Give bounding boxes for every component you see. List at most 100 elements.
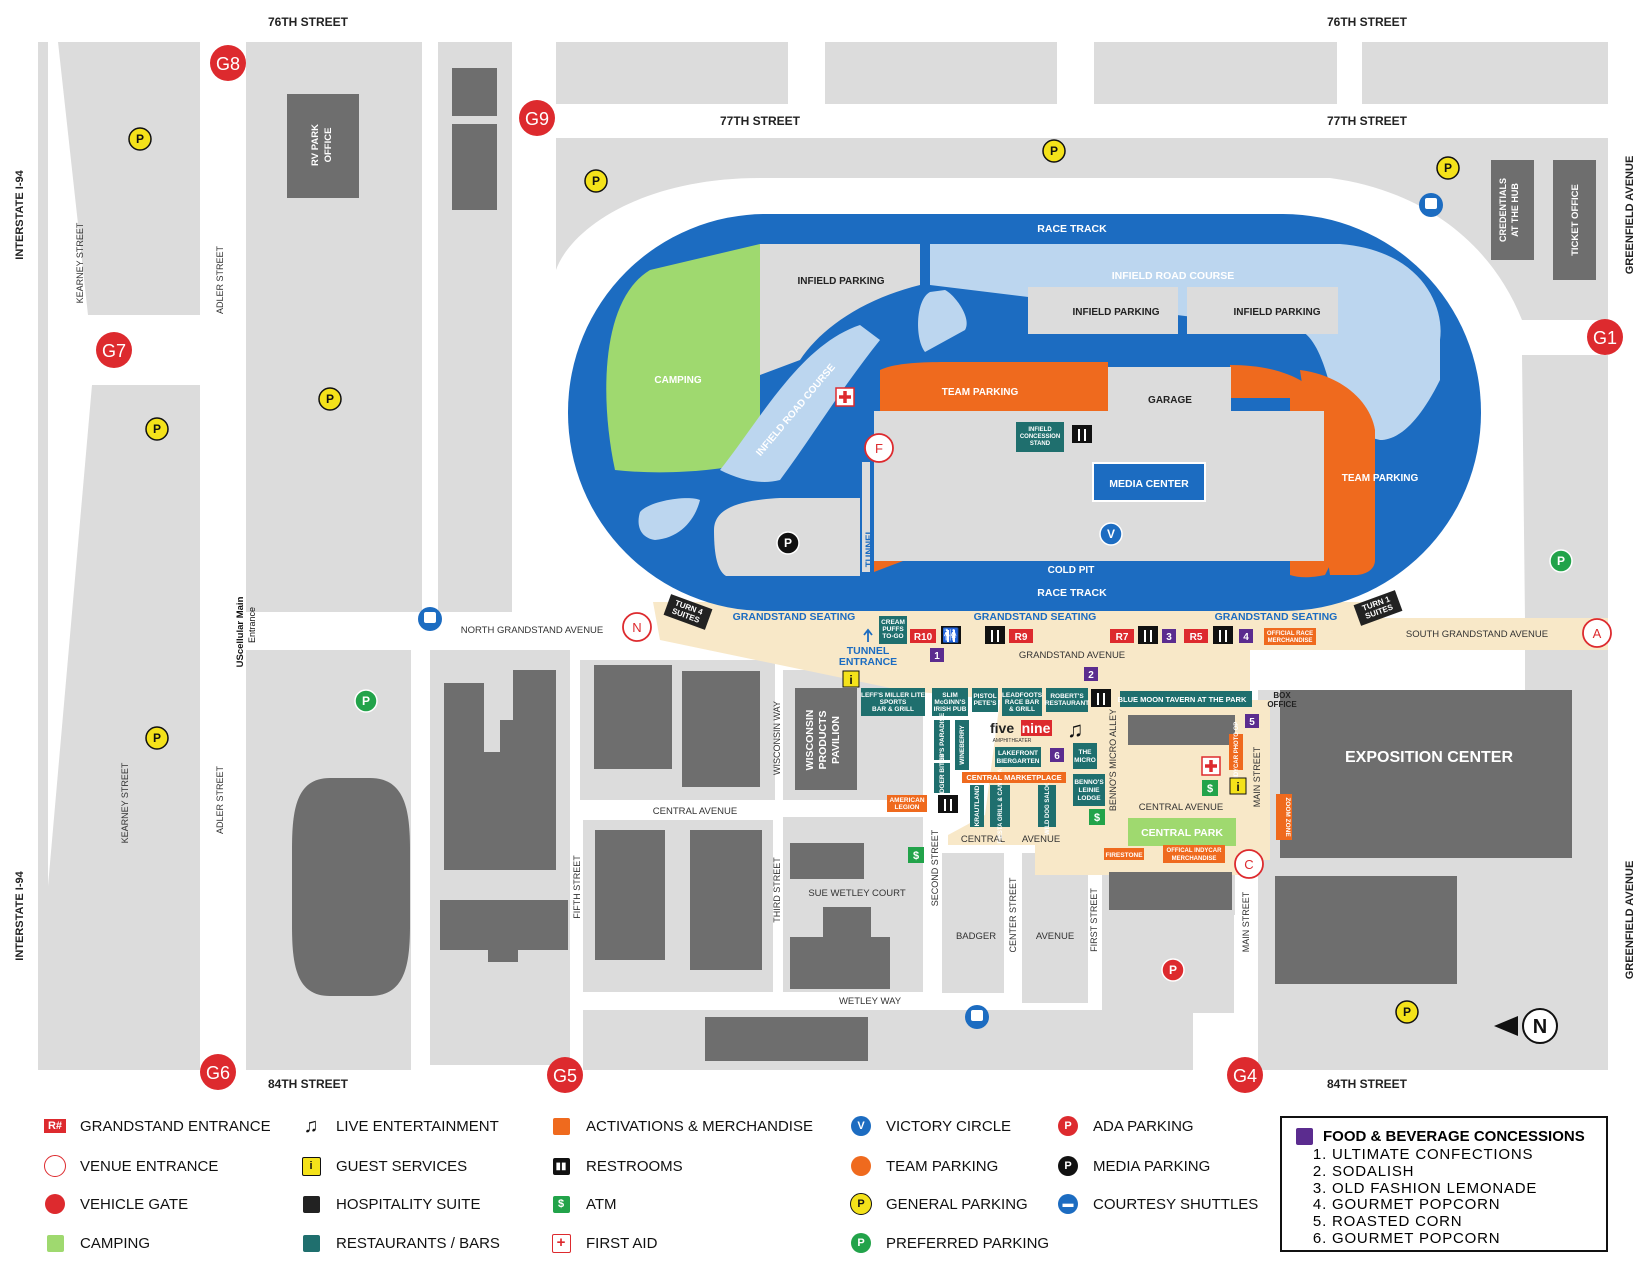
general-parking-icon bbox=[318, 387, 342, 411]
turn-1-suites[interactable]: TURN 1 SUITES bbox=[1353, 590, 1403, 626]
cream-puffs[interactable] bbox=[879, 616, 907, 644]
official-indycar-merchandise[interactable] bbox=[1163, 845, 1225, 863]
infield-road-course-label: INFIELD ROAD COURSE bbox=[1112, 270, 1235, 282]
tunnel-entrance: ENTRANCE bbox=[839, 656, 897, 668]
race-track bbox=[568, 214, 1481, 611]
leadfoots-label: RACE BAR bbox=[1005, 699, 1040, 706]
legend-label: PREFERRED PARKING bbox=[886, 1234, 1050, 1252]
kearney-street: KEARNEY STREET bbox=[120, 762, 130, 843]
tunnel-entrance: TUNNEL bbox=[847, 645, 890, 657]
atm-glyph: $ bbox=[1094, 812, 1100, 824]
wineberry[interactable] bbox=[955, 720, 969, 770]
pistol-label: PETE'S bbox=[974, 700, 998, 707]
atm-icon bbox=[1089, 809, 1105, 825]
vehicle-gate-label: G6 bbox=[206, 1063, 230, 1083]
legend-label: VICTORY CIRCLE bbox=[886, 1117, 1012, 1135]
atm-glyph: $ bbox=[1207, 783, 1213, 795]
legend-general-parking: P GENERAL PARKING bbox=[848, 1193, 1028, 1215]
vehicle-gate-g6[interactable] bbox=[200, 1054, 236, 1090]
restroom-icon bbox=[1072, 425, 1092, 443]
concession-number: 2 bbox=[1088, 670, 1094, 681]
wild-dog-label: WILD DOG SALOON bbox=[1045, 777, 1051, 835]
leadfoots[interactable] bbox=[1002, 688, 1042, 716]
restroom-icon bbox=[985, 626, 1005, 644]
venue-entrance-n[interactable] bbox=[622, 612, 652, 642]
indycar-photo-op[interactable] bbox=[1229, 734, 1243, 770]
south-grandstand-avenue: SOUTH GRANDSTAND AVENUE bbox=[1406, 629, 1548, 640]
badger-bites[interactable] bbox=[934, 763, 950, 793]
concession-4[interactable] bbox=[1239, 629, 1253, 643]
infield-parking-label: INFIELD PARKING bbox=[1072, 307, 1159, 318]
wineberry-label: WINEBERRY bbox=[959, 725, 966, 765]
roberts-restaurant[interactable] bbox=[1046, 688, 1088, 712]
pistol-petes[interactable] bbox=[972, 688, 998, 712]
shuttle-icon: ▬ bbox=[1058, 1194, 1078, 1214]
legend-label: RESTAURANTS / BARS bbox=[336, 1234, 500, 1252]
official-indycar-label: OFFICAL INDYCAR bbox=[1167, 848, 1223, 854]
roberts-label: RESTAURANT bbox=[1045, 700, 1089, 707]
krautland[interactable] bbox=[970, 785, 984, 827]
vehicle-gate-g1[interactable] bbox=[1587, 319, 1623, 355]
fivenine-amphitheater[interactable]: five nine AMPHITHEATER ♫ bbox=[990, 717, 1084, 744]
american-legion[interactable] bbox=[887, 795, 927, 812]
american-legion-label: AMERICAN bbox=[889, 797, 924, 804]
concession-3[interactable] bbox=[1162, 629, 1176, 643]
vehicle-gate-g9[interactable] bbox=[519, 100, 555, 136]
pops-paradise[interactable] bbox=[934, 720, 950, 760]
grandstand-entrance-r9[interactable] bbox=[1009, 629, 1033, 643]
official-indycar-label: MERCHANDISE bbox=[1172, 856, 1217, 862]
fb-item: GOURMET POPCORN bbox=[1332, 1230, 1592, 1248]
restroom-icon bbox=[938, 795, 958, 813]
vehicle-gate-g7[interactable] bbox=[96, 332, 132, 368]
the-micro[interactable] bbox=[1073, 743, 1097, 769]
concession-2[interactable] bbox=[1084, 667, 1098, 681]
vehicle-gate-g5[interactable] bbox=[547, 1057, 583, 1093]
concession-number: 6 bbox=[1054, 751, 1060, 762]
venue-entrance-f[interactable] bbox=[864, 433, 894, 463]
fiesta-grill[interactable] bbox=[990, 785, 1010, 827]
legend-grandstand-entrance: R# GRANDSTAND ENTRANCE bbox=[42, 1115, 271, 1137]
grandstand-entrance-r10[interactable] bbox=[910, 629, 936, 643]
vehicle-gate-g8[interactable] bbox=[210, 45, 246, 81]
slim-label: McGINN'S bbox=[934, 699, 966, 706]
concession-number: 3 bbox=[1166, 632, 1172, 643]
central-avenue-lower: AVENUE bbox=[1022, 834, 1060, 845]
vehicle-gate-g4[interactable] bbox=[1227, 1057, 1263, 1093]
wild-dog-saloon[interactable] bbox=[1038, 785, 1056, 827]
vehicle-gate-icon bbox=[45, 1194, 65, 1214]
concession-5[interactable] bbox=[1245, 714, 1259, 728]
fb-item: OLD FASHION LEMONADE bbox=[1332, 1180, 1592, 1198]
slim-mcginns[interactable] bbox=[932, 688, 968, 716]
guest-services-icon bbox=[842, 670, 860, 688]
tunnel-label: TUNNEL bbox=[864, 529, 875, 568]
grandstand-entrance-label: R5 bbox=[1190, 632, 1203, 643]
official-race-merchandise[interactable] bbox=[1264, 628, 1316, 645]
vehicle-gate-label: G8 bbox=[216, 54, 240, 74]
legend-label: GRANDSTAND ENTRANCE bbox=[80, 1117, 271, 1135]
parking-glyph: P bbox=[1444, 161, 1452, 175]
shuttle-icon bbox=[965, 1005, 989, 1029]
zoom-zone[interactable] bbox=[1276, 794, 1292, 840]
official-race-label: OFFICIAL RACE bbox=[1267, 631, 1313, 637]
central-park-label: CENTRAL PARK bbox=[1141, 827, 1223, 839]
leffs-sports-bar[interactable] bbox=[861, 688, 925, 716]
venue-entrance-a[interactable] bbox=[1582, 618, 1612, 648]
legend-venue-entrance: VENUE ENTRANCE bbox=[42, 1155, 218, 1177]
media-parking-icon bbox=[776, 531, 800, 555]
legend-label: ADA PARKING bbox=[1093, 1117, 1194, 1135]
camping-label: CAMPING bbox=[654, 375, 701, 386]
lakefront-biergarten[interactable] bbox=[995, 747, 1041, 767]
grandstand-entrance-r7[interactable] bbox=[1110, 629, 1134, 643]
central-marketplace[interactable] bbox=[962, 772, 1066, 783]
legend-label: VEHICLE GATE bbox=[80, 1195, 189, 1213]
central-marketplace-label: CENTRAL MARKETPLACE bbox=[966, 773, 1061, 782]
central-avenue: CENTRAL AVENUE bbox=[653, 806, 737, 817]
concession-6[interactable] bbox=[1050, 748, 1064, 762]
firestone[interactable] bbox=[1104, 848, 1144, 860]
first-aid-icon bbox=[835, 387, 855, 407]
bennos-leinie-lodge[interactable] bbox=[1073, 774, 1105, 806]
blue-moon-tavern[interactable] bbox=[1120, 691, 1252, 707]
grandstand-entrance-r5[interactable] bbox=[1184, 629, 1208, 643]
concession-1[interactable] bbox=[930, 648, 944, 662]
venue-entrance-c[interactable] bbox=[1234, 849, 1264, 879]
